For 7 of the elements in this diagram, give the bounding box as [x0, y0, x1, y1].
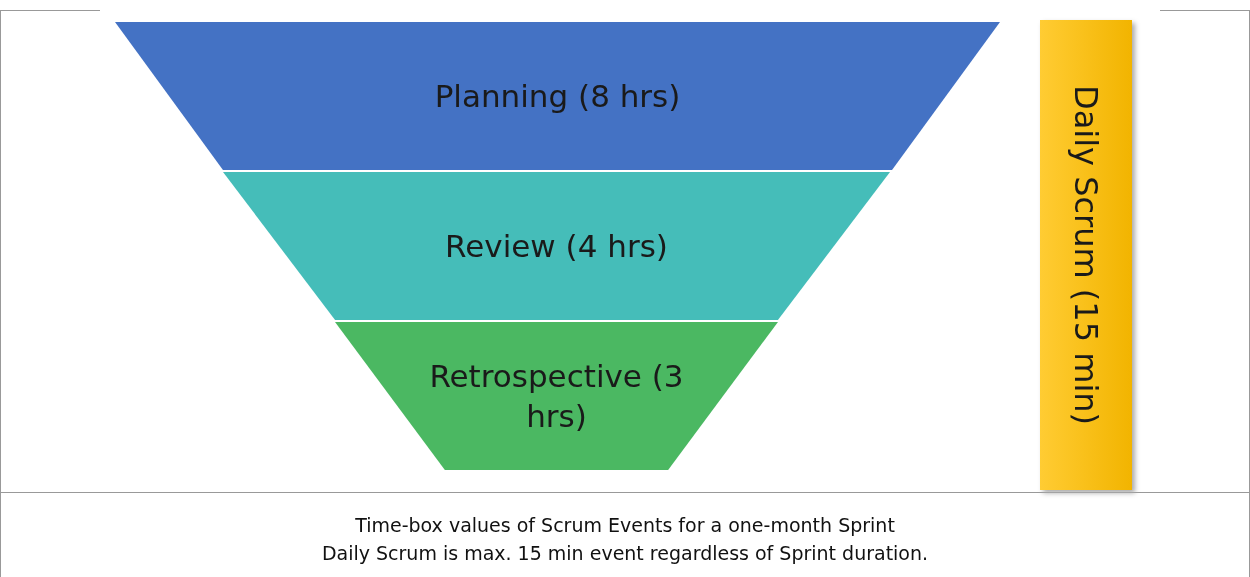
event-bar — [1040, 20, 1132, 490]
band-label: Planning (8 hrs) — [433, 76, 682, 116]
caption: Time-box values of Scrum Events for a one-month Sprint — [354, 514, 896, 536]
note-text: Daily Scrum is max. 15 min event regardless of Sprint duration. — [320, 542, 930, 564]
bar-label: Daily Scrum (15 min) — [1067, 85, 1105, 425]
band-label: Retrospective (3 hrs) — [428, 356, 685, 436]
band-label: Review (4 hrs) — [444, 226, 669, 266]
